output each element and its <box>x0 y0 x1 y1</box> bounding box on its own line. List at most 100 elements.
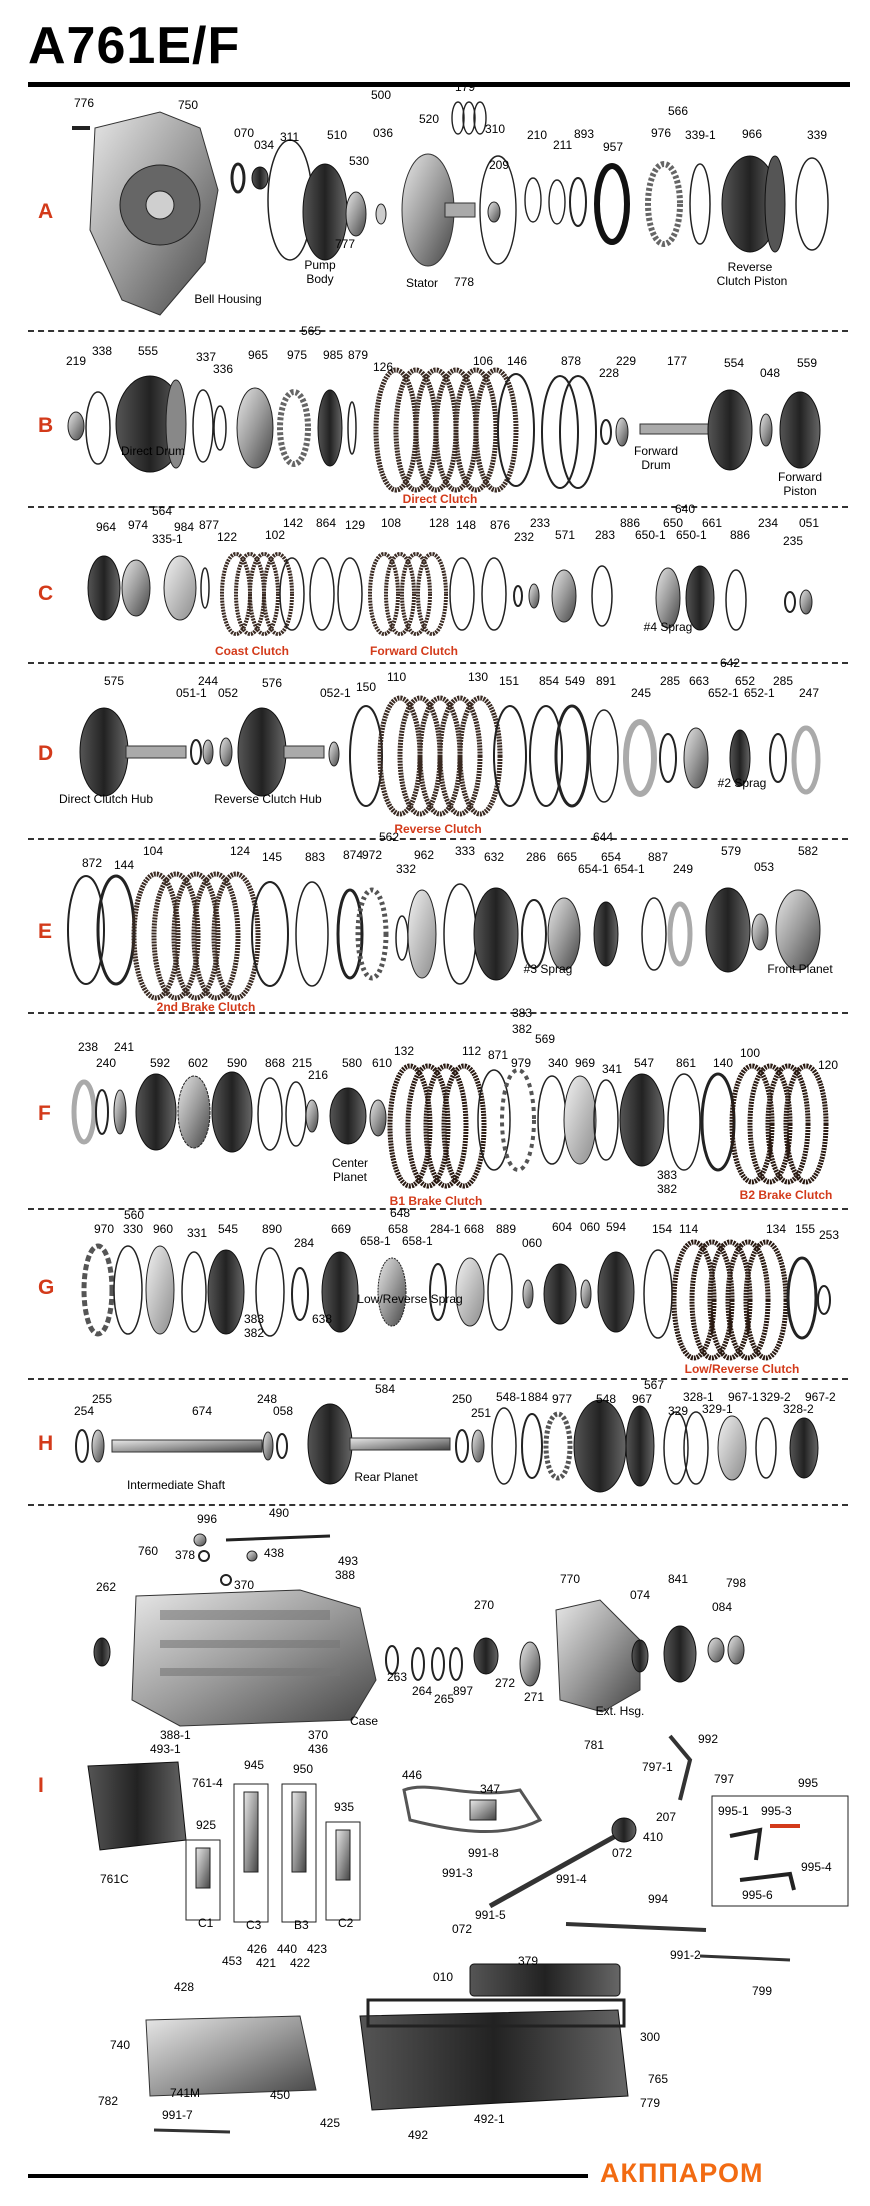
part-number-label: 333 <box>455 844 476 858</box>
part-number-label: 890 <box>262 1222 283 1236</box>
ring-211 <box>548 179 566 225</box>
section-c-parts <box>87 552 813 636</box>
part-number-label: 330 <box>123 1222 144 1236</box>
part-number-label: 210 <box>527 128 548 142</box>
part-number-label: 104 <box>143 844 164 858</box>
part-number-label: 286 <box>526 850 547 864</box>
case-rib-3 <box>160 1668 340 1676</box>
pump-gear-530 <box>345 191 367 237</box>
gasket-310 <box>479 155 517 265</box>
low-reverse-sprag-part <box>377 1257 407 1327</box>
ring-048 <box>759 413 773 447</box>
part-number-label: 335-1 <box>152 532 183 546</box>
part-number-label: 991-5 <box>475 1908 506 1922</box>
ring-330 <box>113 1245 143 1335</box>
ring-883 <box>295 881 329 987</box>
ring-889 <box>487 1253 513 1331</box>
ring-140 <box>700 1072 736 1172</box>
ring-179a <box>451 101 465 135</box>
spring-975 <box>277 389 311 467</box>
clutch-caption: 2nd Brake Clutch <box>156 1000 256 1014</box>
part-number-label: 564 <box>152 504 173 518</box>
part-number-label: 072 <box>612 1846 633 1860</box>
part-number-label: 140 <box>713 1056 734 1070</box>
race-663 <box>683 727 709 789</box>
part-number-label: 284 <box>294 1236 315 1250</box>
part-number-label: 668 <box>464 1222 485 1236</box>
part-number-label: 383 <box>512 1006 533 1020</box>
part-number-label: 965 <box>248 348 269 362</box>
ring-549 <box>554 704 590 808</box>
part-number-label: 610 <box>372 1056 393 1070</box>
ring-154 <box>643 1249 673 1339</box>
part-number-label: 010 <box>433 1970 454 1984</box>
part-number-label: 995-1 <box>718 1804 749 1818</box>
part-number-label: 877 <box>199 518 220 532</box>
planet-579 <box>705 887 751 973</box>
part-number-label: 410 <box>643 1830 664 1844</box>
part-number-label: 053 <box>754 860 775 874</box>
seal-262 <box>93 1637 111 1667</box>
part-number-label: 215 <box>292 1056 313 1070</box>
sprag-654 <box>593 901 619 967</box>
ring-238 <box>71 1079 97 1145</box>
part-caption: Body <box>306 272 334 286</box>
part-caption: Clutch Piston <box>716 274 788 288</box>
ring-970 <box>81 1243 115 1337</box>
part-number-label: 650 <box>663 516 684 530</box>
section-letter-c: C <box>38 582 54 605</box>
ring-051-1 <box>190 739 202 765</box>
part-number-label: 991-8 <box>468 1846 499 1860</box>
ring-150 <box>349 705 383 807</box>
clutch-caption: Reverse Clutch <box>394 822 482 836</box>
ring-876 <box>481 557 507 631</box>
part-number-label: 984 <box>174 520 195 534</box>
part-number-label: 799 <box>752 1984 773 1998</box>
ring-879 <box>347 401 357 455</box>
bushing-036 <box>375 203 387 225</box>
part-number-label: 052 <box>218 686 239 700</box>
valve-body-740 <box>145 2015 317 2097</box>
part-number-label: 072 <box>452 1922 473 1936</box>
part-number-label: 582 <box>798 844 819 858</box>
ring-874 <box>336 888 364 980</box>
drum-964 <box>87 555 121 621</box>
ring-148 <box>449 557 475 631</box>
part-number-label: 284-1 <box>430 1222 461 1236</box>
part-number-label: C3 <box>246 1918 262 1932</box>
part-number-label: 778 <box>454 275 475 289</box>
rod-991-2 <box>699 1954 791 1962</box>
b1-brake-clutch-pack <box>387 1063 487 1189</box>
direct-clutch-hub-shaft <box>125 745 187 759</box>
drum-548 <box>573 1399 627 1493</box>
part-number-label: 229 <box>616 354 637 368</box>
part-number-label: 994 <box>648 1892 669 1906</box>
ring-265 <box>431 1647 445 1681</box>
part-number-label: 962 <box>414 848 435 862</box>
ring-235 <box>784 591 796 613</box>
part-number-label: 781 <box>584 1738 605 1752</box>
ring-284 <box>291 1267 309 1321</box>
b2-brake-clutch-pack <box>729 1063 829 1185</box>
part-number-label: 868 <box>265 1056 286 1070</box>
section-letter-d: D <box>38 742 54 765</box>
part-number-label: 388 <box>335 1568 356 1582</box>
ring-854 <box>529 705 563 807</box>
part-number-label: 887 <box>648 850 669 864</box>
part-number-label: 571 <box>555 528 576 542</box>
part-caption: #4 Sprag <box>643 620 693 634</box>
ring-249 <box>667 901 693 967</box>
clutch-caption: B2 Brake Clutch <box>739 1188 833 1202</box>
ring-229 <box>615 417 629 447</box>
rear-planet-part <box>307 1403 353 1485</box>
drum-592 <box>135 1073 177 1151</box>
section-letter-f: F <box>38 1102 51 1125</box>
ring-340 <box>537 1075 567 1165</box>
ring-051 <box>799 589 813 615</box>
part-number-label: 548 <box>596 1392 617 1406</box>
stator-shaft <box>444 202 476 218</box>
piston-967 <box>625 1405 655 1487</box>
part-number-label: 520 <box>419 112 440 126</box>
ring-179b <box>462 101 476 135</box>
